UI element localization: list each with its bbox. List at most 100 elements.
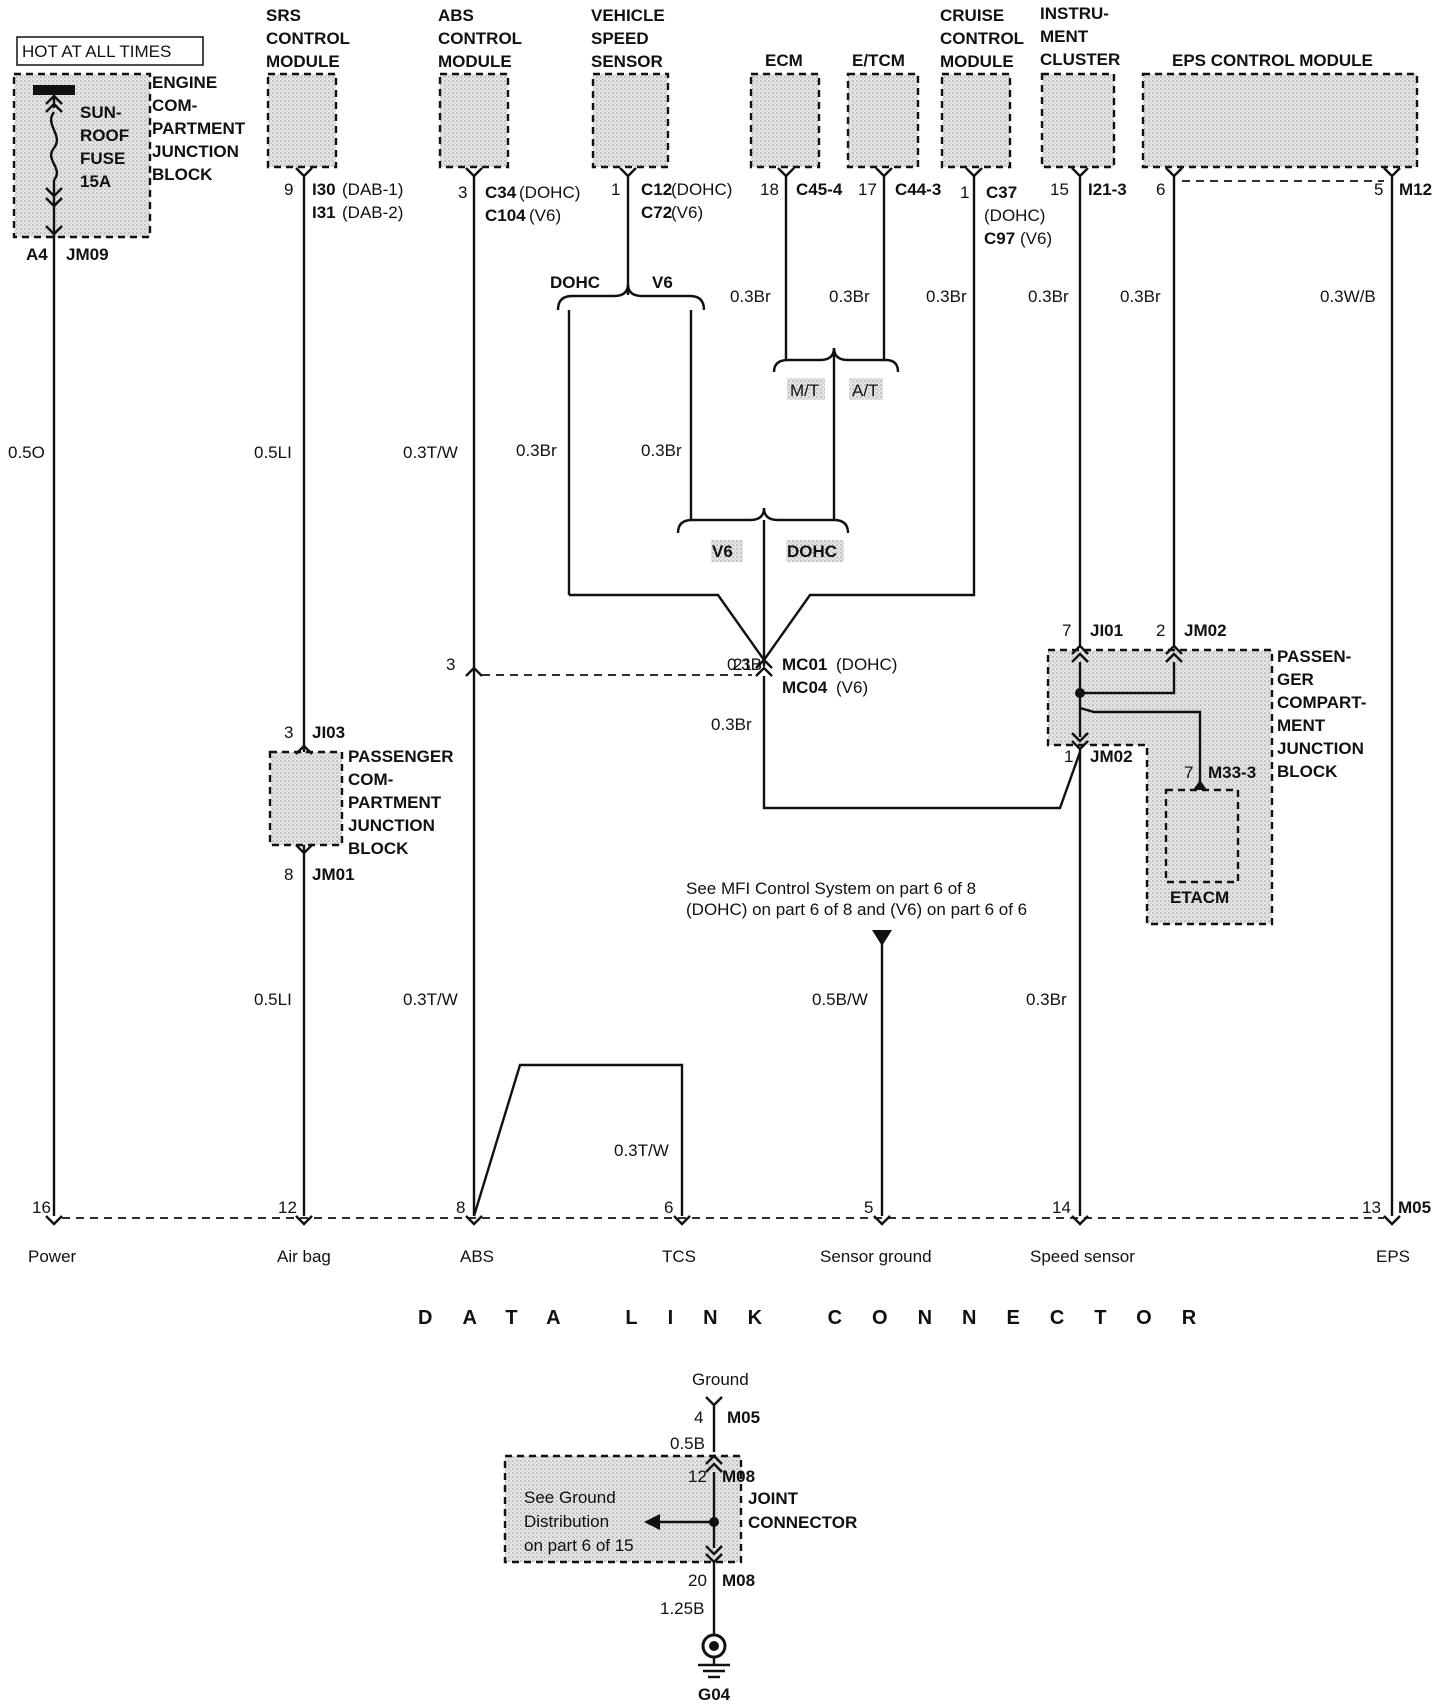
note-mfi-line-1: (DOHC) on part 6 of 8 and (V6) on part 6… (686, 900, 1027, 919)
wire-splice-to-eps (1080, 662, 1176, 695)
conn-mc01s: (DOHC) (836, 655, 897, 674)
conn-mc04s: (V6) (836, 678, 868, 697)
conn-p15: 15 (1050, 180, 1069, 199)
wire-label-eps-6: 0.3Br (1120, 287, 1161, 306)
conn-i30: I30 (312, 180, 336, 199)
conn-etacm: ETACM (1170, 888, 1229, 907)
hot-label: HOT AT ALL TIMES (22, 42, 171, 61)
conn-mc01: MC01 (782, 655, 827, 674)
cruise-connector-icon (965, 167, 983, 178)
wire-label-etcm: 0.3Br (829, 287, 870, 306)
wire-label-speed: 0.3Br (1026, 990, 1067, 1009)
conn-i21: I21-3 (1088, 180, 1127, 199)
vss-branch-brace (556, 283, 706, 311)
cluster-connector-icon (1071, 167, 1089, 178)
mfi-arrow-icon (872, 930, 892, 946)
conn-c34s: (DOHC) (519, 183, 580, 202)
ecm-label: ECM (765, 51, 803, 70)
wire-label-power: 0.5O (8, 443, 45, 462)
wire-label-cluster: 0.3Br (1028, 287, 1069, 306)
wire-label-vss-dohc: 0.3Br (516, 441, 557, 460)
engine-jb-line-2: PARTMENT (152, 119, 246, 138)
fuse-line-1: ROOF (80, 126, 129, 145)
wire-label-gnd-upper: 0.5B (670, 1434, 705, 1453)
conn-p7m33: 7 (1184, 763, 1193, 782)
conn-p3abs: 3 (458, 183, 467, 202)
fuse-line-0: SUN- (80, 103, 122, 122)
ground-symbol-icon (698, 1633, 730, 1679)
conn-m12: M12 (1399, 180, 1432, 199)
dlc-name-0: Power (28, 1247, 77, 1266)
wire-label-cruise: 0.3Br (727, 655, 768, 674)
jm02-top-connector-icon (1165, 644, 1183, 663)
branch-dohcb: DOHC (787, 542, 837, 561)
fuse-connector-top-icon (45, 94, 63, 113)
ground-dist-arrow-icon (644, 1514, 660, 1530)
at-shade (849, 378, 883, 400)
conn-c97s: (V6) (1020, 229, 1052, 248)
etacm-box (1164, 788, 1240, 884)
conn-p5eps: 5 (1374, 180, 1383, 199)
srs-line-2: MODULE (266, 52, 340, 71)
pcjb-left-line-3: JUNCTION (348, 816, 435, 835)
wire-label-vss-v6: 0.3Br (641, 441, 682, 460)
eps-module-label: EPS CONTROL MODULE (1172, 51, 1373, 70)
conn-p1jm02: 1 (1064, 747, 1073, 766)
gnd-p20: 20 (688, 1571, 707, 1590)
engine-jb-line-3: JUNCTION (152, 142, 239, 161)
wire-label-gnd-lower: 1.25B (660, 1599, 704, 1618)
gnd-m08a: M08 (722, 1467, 755, 1486)
conn-ji01: JI01 (1090, 621, 1123, 640)
dlc-pin-0: 16 (32, 1198, 51, 1217)
dlc-pin-2: 8 (456, 1198, 465, 1217)
srs-line-0: SRS (266, 6, 301, 25)
conn-c37s: (DOHC) (984, 206, 1045, 225)
wire-tcs (472, 1063, 684, 1217)
wire-label-sensor-ground: 0.5B/W (812, 990, 868, 1009)
wire-label-abs-lower: 0.3T/W (403, 990, 458, 1009)
conn-p1cr: 1 (960, 183, 969, 202)
pcjb-left-box (268, 750, 344, 847)
conn-p6eps: 6 (1156, 180, 1165, 199)
dlc-pin-3: 6 (664, 1198, 673, 1217)
ecm-connector-icon (777, 167, 795, 178)
etcm-connector-icon (875, 167, 893, 178)
dlc-connector-icons (45, 1215, 1401, 1226)
pcjb-right-line-5: BLOCK (1277, 762, 1338, 781)
branch-v6b: V6 (712, 542, 733, 561)
etcm-box (846, 72, 920, 169)
dlc-name-4: Sensor ground (820, 1247, 932, 1266)
conn-c34: C34 (485, 183, 517, 202)
ground-dist-line-2: on part 6 of 15 (524, 1536, 634, 1555)
ji01-connector-icon (1071, 644, 1089, 663)
branch-dohc: DOHC (550, 273, 600, 292)
joint-connector-icons (705, 1454, 723, 1564)
conn-p8jm01: 8 (284, 865, 293, 884)
pcjb-right-line-4: JUNCTION (1277, 739, 1364, 758)
gnd-m08b: M08 (722, 1571, 755, 1590)
conn-c45: C45-4 (796, 180, 843, 199)
conn-c37: C37 (986, 183, 1017, 202)
wire-label-airbag-lower: 0.5LI (254, 990, 292, 1009)
mt-shade (787, 378, 825, 400)
mc01-connector-icon (755, 658, 773, 677)
conn-jm01: JM01 (312, 865, 355, 884)
dlc-pin-6: 13 (1362, 1198, 1381, 1217)
conn-i31: I31 (312, 203, 336, 222)
conn-ji03: JI03 (312, 723, 345, 742)
vss-box (591, 72, 670, 169)
engine-junction-block-box (12, 72, 152, 239)
conn-p7ji01: 7 (1062, 621, 1071, 640)
pcjb-right-line-0: PASSEN- (1277, 647, 1351, 666)
branch-at: A/T (852, 381, 878, 400)
cruise-box (940, 72, 1012, 169)
conn-p18: 18 (760, 180, 779, 199)
abs-mc-connector-icon (465, 666, 483, 677)
wire-label-ecm: 0.3Br (730, 287, 771, 306)
v6b-shade (711, 540, 743, 562)
ground-dist-line-0: See Ground (524, 1488, 616, 1507)
vss-line-1: SPEED (591, 29, 649, 48)
conn-c12s: (DOHC) (671, 180, 732, 199)
dohcb-shade (786, 540, 844, 562)
conn-c104: C104 (485, 206, 526, 225)
